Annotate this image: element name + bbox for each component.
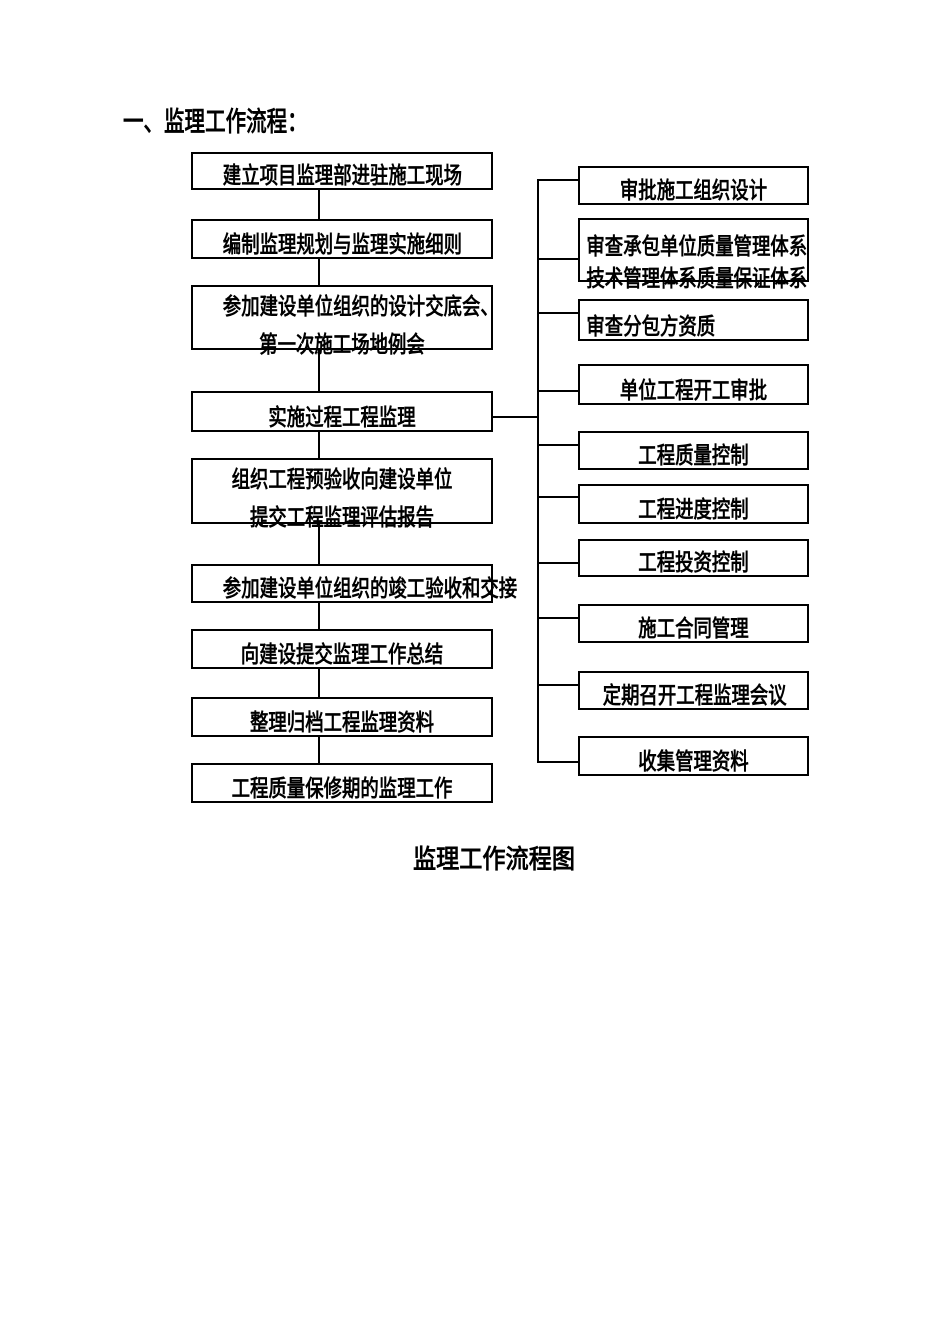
branch-connector bbox=[537, 761, 578, 763]
branch-task-label: 工程进度控制 bbox=[638, 496, 749, 522]
branch-task-label: 审查承包单位质量管理体系 技术管理体系质量保证体系 bbox=[586, 233, 808, 291]
branch-task-box-5: 工程质量控制 bbox=[578, 431, 809, 470]
branch-task-box-1: 审批施工组织设计 bbox=[578, 166, 809, 205]
flow-connector-vertical bbox=[318, 669, 320, 697]
branch-connector bbox=[537, 444, 578, 446]
branch-task-box-3: 审查分包方资质 bbox=[578, 299, 809, 341]
branch-connector bbox=[537, 684, 578, 686]
flow-connector-vertical bbox=[318, 603, 320, 629]
branch-task-box-6: 工程进度控制 bbox=[578, 484, 809, 524]
branch-task-label: 施工合同管理 bbox=[638, 615, 749, 641]
branch-task-box-10: 收集管理资料 bbox=[578, 736, 809, 776]
main-flow-to-trunk-connector bbox=[493, 416, 539, 418]
flow-step-box-9: 工程质量保修期的监理工作 bbox=[191, 763, 493, 803]
flow-connector-vertical bbox=[318, 737, 320, 763]
figure-caption: 监理工作流程图 bbox=[412, 844, 575, 874]
branch-task-label: 审批施工组织设计 bbox=[619, 177, 768, 203]
branch-connector bbox=[537, 179, 578, 181]
branch-connector bbox=[537, 312, 578, 314]
flow-connector-vertical bbox=[318, 432, 320, 458]
branch-task-label: 审查分包方资质 bbox=[586, 313, 716, 339]
branch-task-box-4: 单位工程开工审批 bbox=[578, 364, 809, 405]
branch-connector bbox=[537, 617, 578, 619]
flow-connector-vertical bbox=[318, 190, 320, 219]
flow-step-box-7: 向建设提交监理工作总结 bbox=[191, 629, 493, 669]
flow-step-box-1: 建立项目监理部进驻施工现场 bbox=[191, 152, 493, 190]
branch-task-box-9: 定期召开工程监理会议 bbox=[578, 671, 809, 710]
branch-task-label: 工程投资控制 bbox=[638, 549, 749, 575]
flow-step-label: 编制监理规划与监理实施细则 bbox=[222, 231, 462, 257]
branch-connector bbox=[537, 496, 578, 498]
flow-step-label: 建立项目监理部进驻施工现场 bbox=[222, 162, 462, 188]
flow-step-box-6: 参加建设单位组织的竣工验收和交接 bbox=[191, 564, 518, 603]
flow-step-label: 组织工程预验收向建设单位 提交工程监理评估报告 bbox=[231, 466, 453, 530]
branch-task-label: 单位工程开工审批 bbox=[619, 377, 768, 403]
flow-step-label: 参加建设单位组织的设计交底会、 第一次施工场地例会 bbox=[222, 293, 499, 357]
branch-task-box-7: 工程投资控制 bbox=[578, 539, 809, 577]
flow-step-label: 整理归档工程监理资料 bbox=[250, 709, 434, 735]
flow-step-label: 向建设提交监理工作总结 bbox=[240, 641, 444, 667]
flow-step-label: 实施过程工程监理 bbox=[268, 404, 416, 430]
branch-task-label: 收集管理资料 bbox=[638, 748, 749, 774]
flow-step-label: 参加建设单位组织的竣工验收和交接 bbox=[222, 575, 518, 601]
flow-step-box-3: 参加建设单位组织的设计交底会、 第一次施工场地例会 bbox=[191, 285, 499, 357]
branch-connector bbox=[537, 390, 578, 392]
branch-task-label: 定期召开工程监理会议 bbox=[602, 682, 787, 708]
branch-connector bbox=[537, 562, 578, 564]
branch-task-box-2: 审查承包单位质量管理体系 技术管理体系质量保证体系 bbox=[578, 218, 809, 291]
flow-connector-vertical bbox=[318, 350, 320, 391]
flow-step-box-4: 实施过程工程监理 bbox=[191, 391, 493, 432]
flow-step-box-8: 整理归档工程监理资料 bbox=[191, 697, 493, 737]
flow-connector-vertical bbox=[318, 524, 320, 564]
branch-task-label: 工程质量控制 bbox=[638, 442, 749, 468]
flow-step-box-5: 组织工程预验收向建设单位 提交工程监理评估报告 bbox=[191, 458, 493, 530]
branch-task-box-8: 施工合同管理 bbox=[578, 604, 809, 643]
section-heading: 一、监理工作流程： bbox=[123, 107, 308, 137]
branch-connector bbox=[537, 258, 578, 260]
trunk-line bbox=[537, 179, 539, 763]
flow-step-label: 工程质量保修期的监理工作 bbox=[231, 775, 453, 801]
flow-connector-vertical bbox=[318, 259, 320, 285]
flow-step-box-2: 编制监理规划与监理实施细则 bbox=[191, 219, 493, 259]
